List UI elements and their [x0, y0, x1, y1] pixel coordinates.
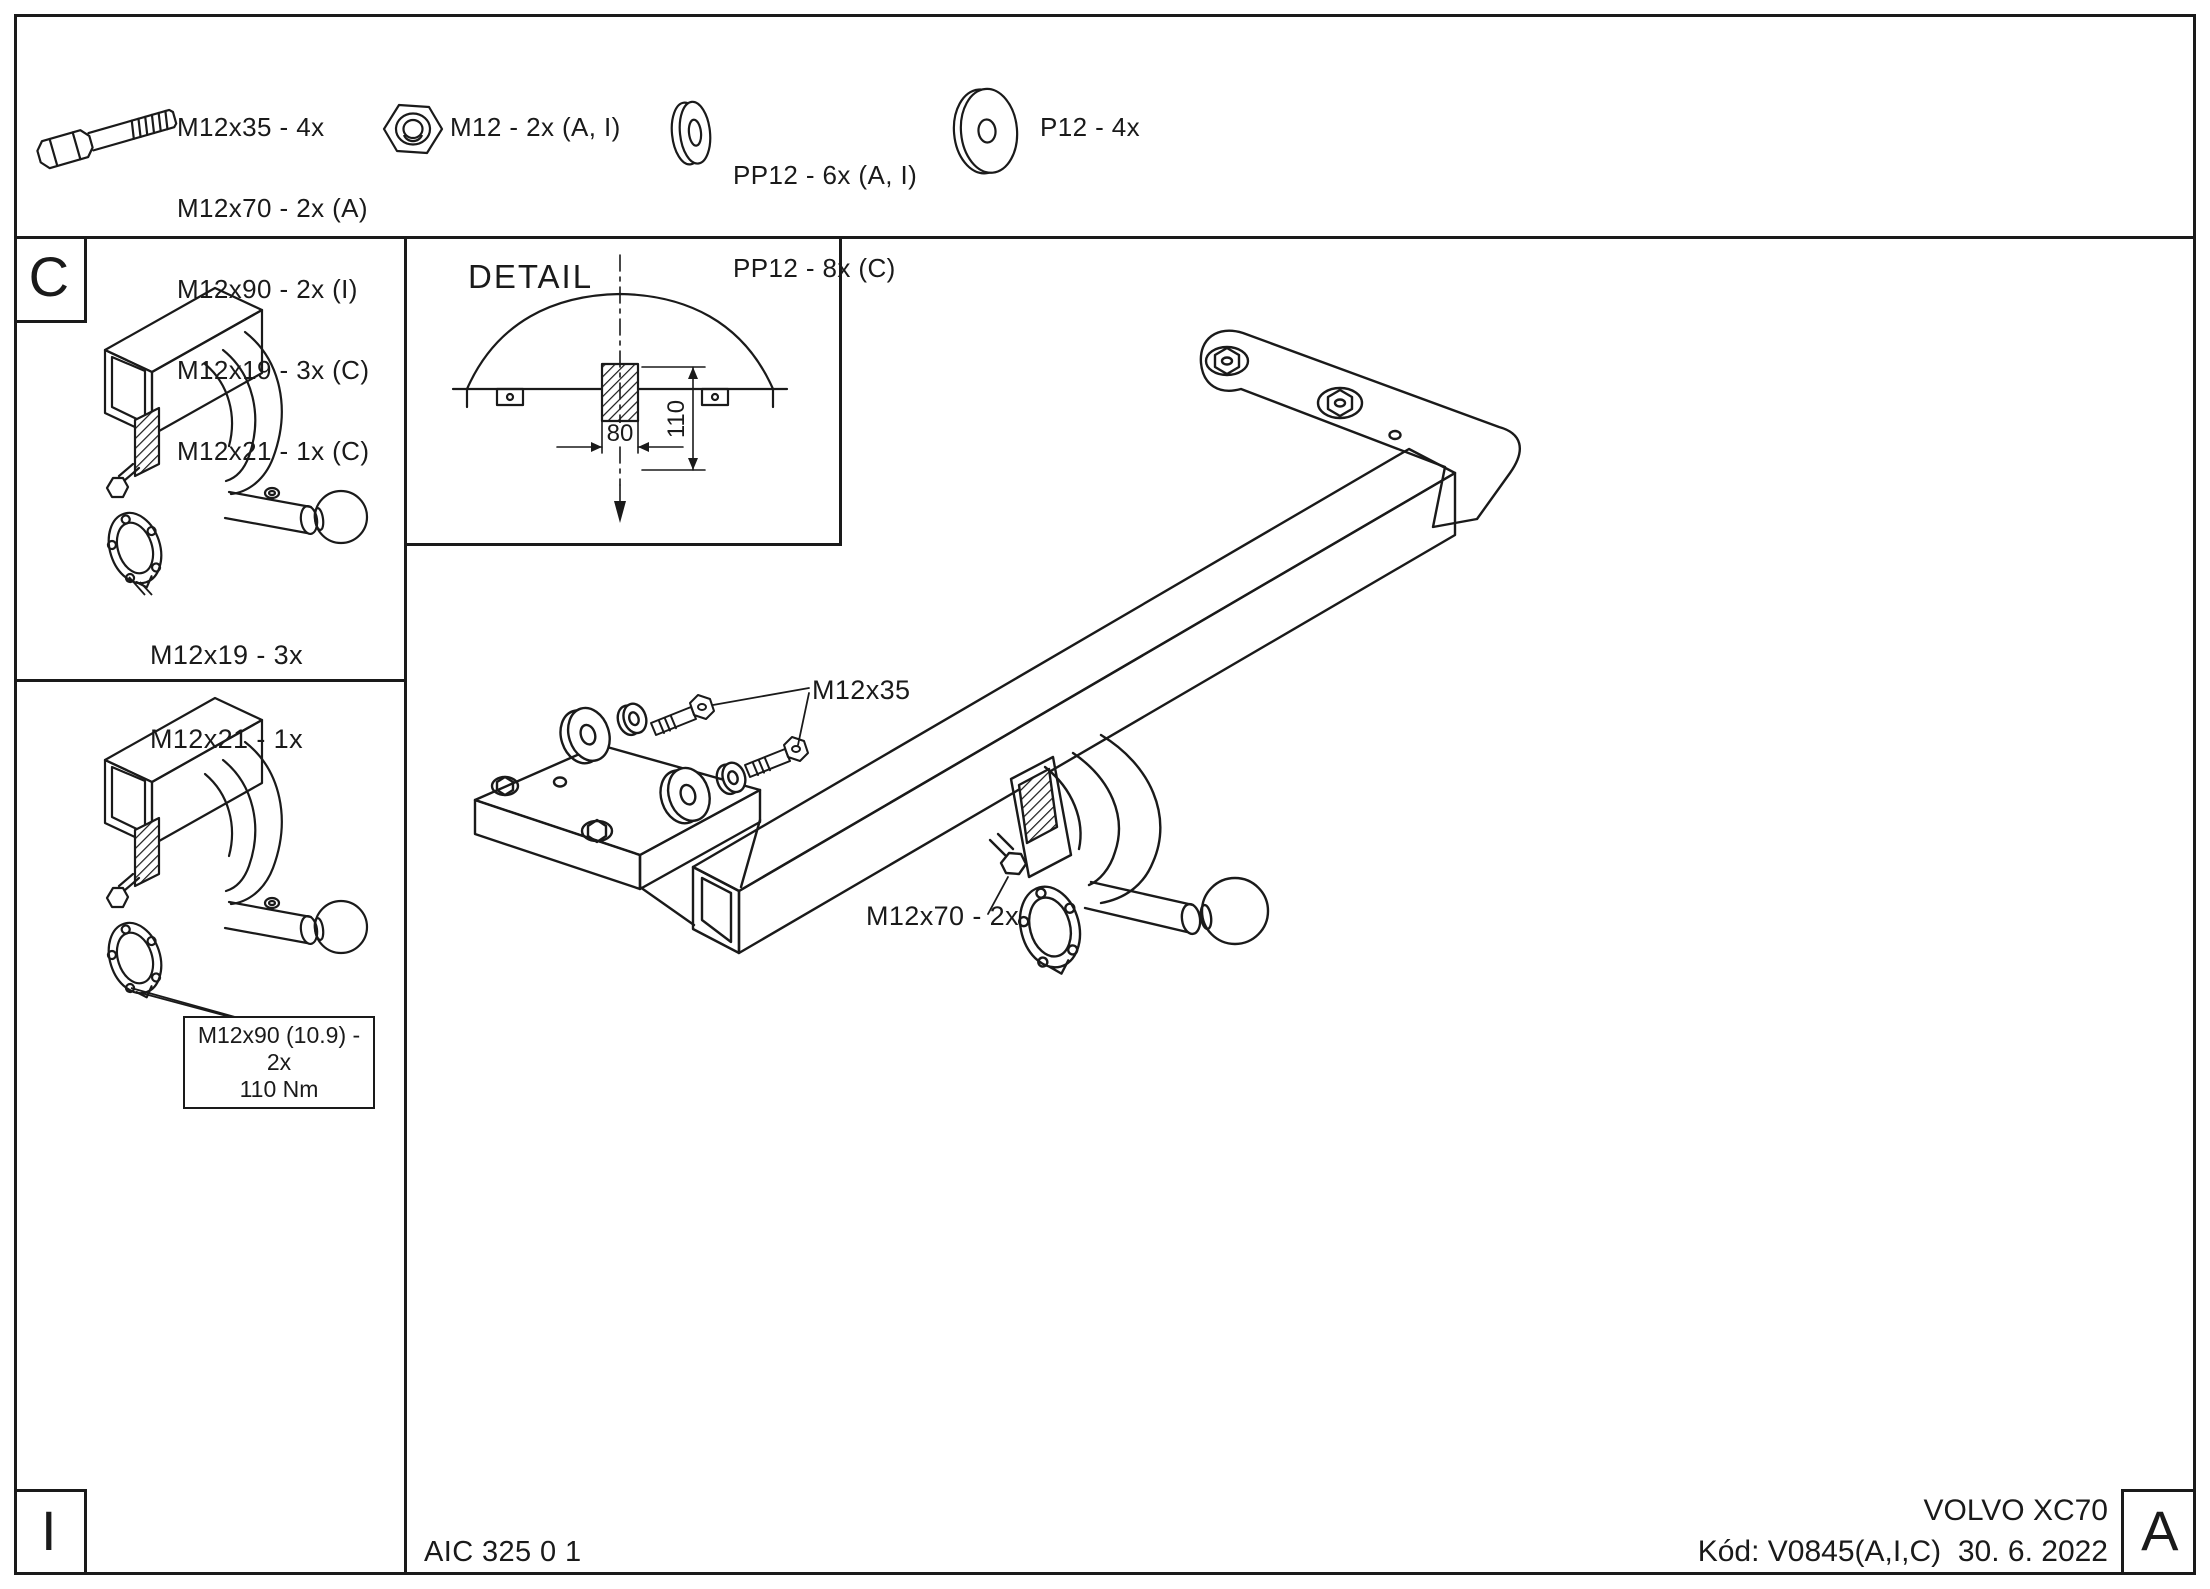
section-label-i: I: [41, 1499, 57, 1562]
washer-p12-label: P12 - 4x: [1040, 112, 1141, 142]
detail-box-right: [839, 237, 842, 546]
nut-size-label: M12 - 2x (A, I): [450, 112, 621, 142]
corner-box-i-h: [14, 1489, 87, 1492]
washer-pp12-list: PP12 - 6x (A, I) PP12 - 8x (C): [733, 98, 917, 346]
hex-bolt-icon: [36, 108, 178, 170]
panel-c-annotation: M12x19 - 3x M12x21 - 1x: [150, 585, 303, 809]
panel-c-annotation-line: M12x21 - 1x: [150, 725, 303, 753]
bolt-size-line: M12x70 - 2x (A): [177, 193, 368, 223]
title-block-code: Kód: V0845(A,I,C): [1697, 1535, 1942, 1568]
corner-box-c-h: [14, 320, 87, 323]
bolt-size-line: M12x90 - 2x (I): [177, 274, 358, 304]
corner-box-i-v: [84, 1489, 87, 1575]
corner-box-a-h: [2121, 1489, 2196, 1492]
panel-i-torque-note: M12x90 (10.9) - 2x 110 Nm: [183, 1016, 375, 1109]
hex-nut-icon: [382, 103, 444, 155]
bolt-size-list: M12x35 - 4x M12x70 - 2x (A) M12x90 - 2x …: [177, 60, 369, 519]
label-m12x70: M12x70 - 2x: [866, 901, 1019, 931]
title-block-date: 30. 6. 2022: [1957, 1535, 2108, 1568]
washer-pp12-icon: [670, 100, 712, 166]
bracket-assembly-i-drawing: [98, 696, 369, 1020]
torque-note-line: M12x90 (10.9) - 2x: [197, 1022, 361, 1075]
main-assembly-drawing: [473, 329, 1521, 975]
bolt-size-line: M12x19 - 3x (C): [177, 355, 370, 385]
detail-dim-width: 80: [607, 420, 634, 447]
bracket-assembly-c-drawing: [98, 286, 369, 596]
detail-box-bottom: [405, 543, 842, 546]
divider-parts-strip: [14, 236, 2196, 239]
washer-pp12-line: PP12 - 6x (A, I): [733, 160, 918, 190]
detail-section-drawing: 80 110: [451, 254, 789, 523]
doc-number: AIC 325 0 1: [424, 1536, 582, 1568]
sheet-border: [14, 14, 2196, 1575]
torque-note-line: 110 Nm: [239, 1076, 319, 1102]
panel-c-annotation-line: M12x19 - 3x: [150, 640, 303, 670]
section-label-a: A: [2141, 1499, 2179, 1562]
washer-p12-icon: [952, 87, 1019, 175]
title-block-code-line: Kód: V0845(A,I,C) 30. 6. 2022: [1698, 1535, 2108, 1569]
washer-pp12-line: PP12 - 8x (C): [733, 253, 896, 283]
bolt-size-line: M12x21 - 1x (C): [177, 436, 370, 466]
label-m12x35: M12x35: [812, 675, 911, 705]
corner-box-a-v: [2121, 1489, 2124, 1575]
divider-panel-c-i: [14, 679, 407, 682]
corner-box-c-v: [84, 237, 87, 323]
bolt-size-line: M12x35 - 4x: [177, 112, 325, 142]
section-label-c: C: [28, 245, 70, 308]
detail-dim-height: 110: [663, 400, 690, 438]
divider-left-column: [404, 237, 407, 1575]
detail-title: DETAIL: [468, 258, 594, 295]
title-block-vehicle: VOLVO XC70: [1923, 1494, 2108, 1527]
